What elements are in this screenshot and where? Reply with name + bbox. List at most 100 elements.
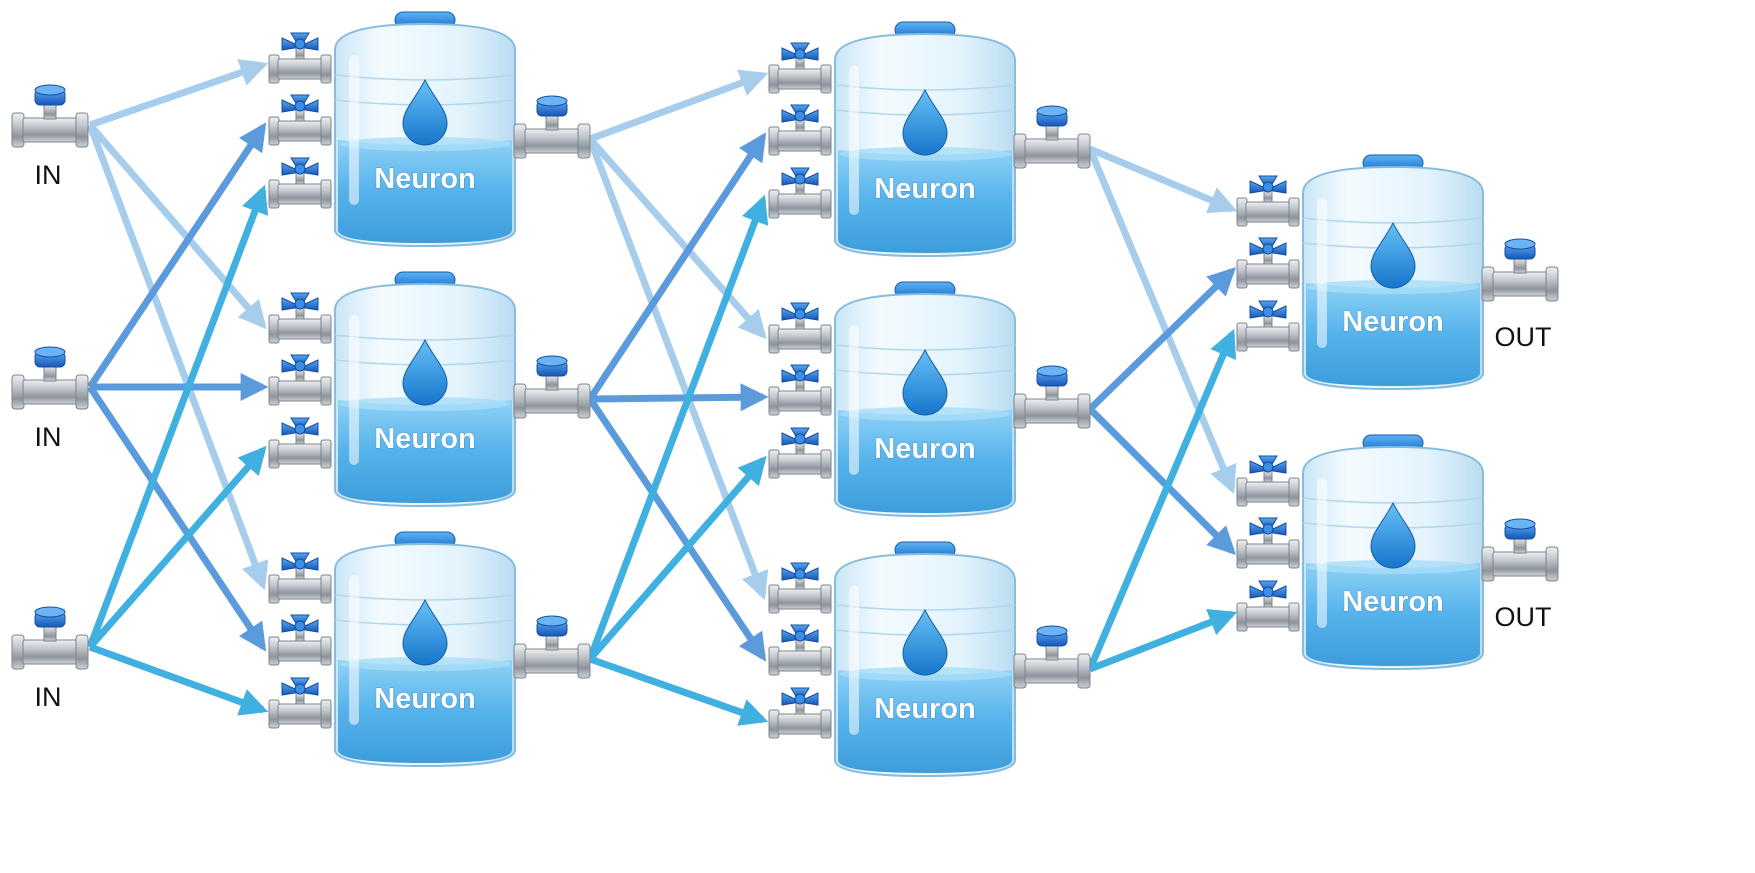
inlet-tap[interactable] — [268, 614, 332, 666]
valve-handle-icon[interactable] — [1036, 625, 1068, 647]
arrow-input-to-layer1 — [88, 59, 269, 129]
neuron-label: Neuron — [874, 693, 976, 725]
inlet-tap[interactable] — [768, 624, 832, 676]
inlet-tap[interactable] — [1236, 300, 1300, 352]
arrow-layer1-to-layer2 — [587, 397, 767, 662]
input-label: IN — [35, 160, 62, 190]
inlet-tap[interactable] — [768, 167, 832, 219]
arrow-layer1-to-layer2 — [588, 655, 769, 726]
tap-handle-icon[interactable] — [781, 167, 819, 186]
inlet-tap[interactable] — [1236, 237, 1300, 289]
inlet-tap[interactable] — [768, 364, 832, 416]
tap-handle-icon[interactable] — [281, 552, 319, 571]
valve-handle-icon[interactable] — [34, 346, 66, 368]
inlet-tap[interactable] — [268, 157, 332, 209]
inlet-tap[interactable] — [1236, 580, 1300, 632]
valve-handle-icon[interactable] — [536, 355, 568, 377]
valve-handle-icon[interactable] — [34, 84, 66, 106]
inlet-tap[interactable] — [268, 417, 332, 469]
connection-arrows — [86, 59, 1238, 726]
inlet-tap[interactable] — [1236, 455, 1300, 507]
tap-handle-icon[interactable] — [781, 42, 819, 61]
inlet-tap[interactable] — [268, 32, 332, 84]
tap-handle-icon[interactable] — [281, 354, 319, 373]
neuron-label: Neuron — [374, 423, 476, 455]
input-valve[interactable] — [11, 606, 89, 670]
tap-handle-icon[interactable] — [781, 427, 819, 446]
outlet-valve[interactable] — [513, 355, 591, 419]
valve-handle-icon[interactable] — [34, 606, 66, 628]
inlet-tap[interactable] — [268, 552, 332, 604]
water-drop-icon — [402, 598, 448, 666]
inlet-tap[interactable] — [1236, 175, 1300, 227]
outlet-valve[interactable] — [1013, 365, 1091, 429]
inlet-tap[interactable] — [768, 104, 832, 156]
tap-handle-icon[interactable] — [781, 624, 819, 643]
tap-handle-icon[interactable] — [281, 417, 319, 436]
valve-handle-icon[interactable] — [1504, 518, 1536, 540]
tap-handle-icon[interactable] — [281, 157, 319, 176]
outlet-valve[interactable] — [1481, 238, 1559, 302]
inlet-tap[interactable] — [768, 302, 832, 354]
tap-handle-icon[interactable] — [781, 562, 819, 581]
tap-handle-icon[interactable] — [781, 302, 819, 321]
neuron-tank: Neuron — [834, 541, 1016, 778]
tank-water — [838, 670, 1012, 773]
tap-handle-icon[interactable] — [281, 94, 319, 113]
neuron-label: Neuron — [874, 173, 976, 205]
neuron-tank: Neuron — [334, 531, 516, 768]
arrow-layer2-to-output — [1086, 328, 1237, 671]
neuron-tank: Neuron — [1302, 154, 1484, 391]
arrow-layer2-to-output — [1087, 406, 1236, 555]
input-label: IN — [35, 682, 62, 712]
valve-handle-icon[interactable] — [536, 95, 568, 117]
inlet-tap[interactable] — [268, 677, 332, 729]
neuron-label: Neuron — [374, 163, 476, 195]
outlet-valve[interactable] — [1013, 625, 1091, 689]
water-drop-icon — [902, 348, 948, 416]
tap-handle-icon[interactable] — [281, 32, 319, 51]
tap-handle-icon[interactable] — [781, 687, 819, 706]
tap-handle-icon[interactable] — [281, 292, 319, 311]
outlet-valve[interactable] — [513, 95, 591, 159]
input-valve[interactable] — [11, 346, 89, 410]
tap-handle-icon[interactable] — [1249, 175, 1287, 194]
arrow-input-to-layer1 — [86, 123, 269, 591]
tap-handle-icon[interactable] — [281, 614, 319, 633]
outlet-valve[interactable] — [513, 615, 591, 679]
valve-handle-icon[interactable] — [1036, 365, 1068, 387]
arrow-input-to-layer1 — [86, 184, 269, 649]
arrow-input-to-layer1 — [87, 122, 267, 330]
tap-handle-icon[interactable] — [1249, 580, 1287, 599]
inlet-tap[interactable] — [268, 292, 332, 344]
valve-handle-icon[interactable] — [1036, 105, 1068, 127]
inlet-tap[interactable] — [768, 42, 832, 94]
inlet-tap[interactable] — [768, 562, 832, 614]
valve-handle-icon[interactable] — [1504, 238, 1536, 260]
tank-water — [338, 140, 512, 243]
tank-water — [838, 150, 1012, 253]
input-valve[interactable] — [11, 84, 89, 148]
tap-handle-icon[interactable] — [781, 104, 819, 123]
neuron-tank: Neuron — [834, 21, 1016, 258]
arrow-layer1-to-layer2 — [589, 383, 769, 412]
tap-handle-icon[interactable] — [1249, 517, 1287, 536]
tap-handle-icon[interactable] — [281, 677, 319, 696]
neuron-label: Neuron — [874, 433, 976, 465]
neuron-label: Neuron — [1342, 586, 1444, 618]
arrow-layer2-to-output — [1088, 609, 1238, 673]
output-label: OUT — [1495, 602, 1552, 632]
inlet-tap[interactable] — [268, 354, 332, 406]
valve-handle-icon[interactable] — [536, 615, 568, 637]
outlet-valve[interactable] — [1481, 518, 1559, 582]
tap-handle-icon[interactable] — [1249, 300, 1287, 319]
inlet-tap[interactable] — [268, 94, 332, 146]
inlet-tap[interactable] — [768, 687, 832, 739]
inlet-tap[interactable] — [1236, 517, 1300, 569]
outlet-valve[interactable] — [1013, 105, 1091, 169]
tap-handle-icon[interactable] — [781, 364, 819, 383]
tap-handle-icon[interactable] — [1249, 455, 1287, 474]
inlet-tap[interactable] — [768, 427, 832, 479]
tap-handle-icon[interactable] — [1249, 237, 1287, 256]
